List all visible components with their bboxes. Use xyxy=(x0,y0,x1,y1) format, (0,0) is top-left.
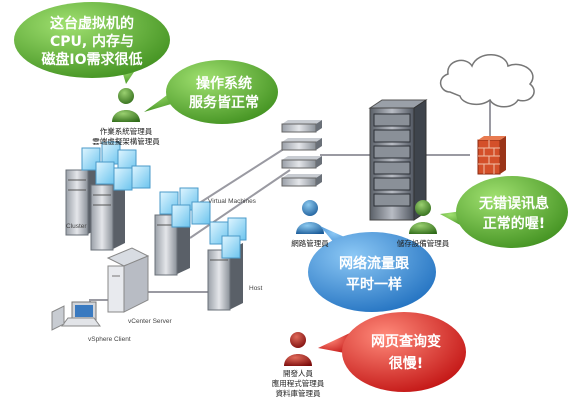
dev-label-2: 應用程式管理員 xyxy=(272,378,325,388)
firewall xyxy=(477,136,506,175)
person-os-admin xyxy=(112,88,140,122)
cluster-label: Cluster xyxy=(66,223,87,230)
host-server-2 xyxy=(207,243,243,311)
bubble-storage-line-1: 无错误讯息 xyxy=(478,195,549,212)
bubble-os-line-2: 服务皆正常 xyxy=(189,94,259,111)
os-admin-label-1: 作業系統管理員 xyxy=(100,126,153,136)
network-switches xyxy=(281,120,322,187)
bubble-storage-no-errors xyxy=(440,176,568,248)
vm-group-2 xyxy=(159,187,211,228)
storage-rack xyxy=(368,99,428,221)
bubble-vm-resources-low xyxy=(14,2,170,84)
bubble-vm-line-2: CPU, 内存与 xyxy=(50,33,134,50)
vm-group-3 xyxy=(209,217,247,259)
dev-label-1: 開發人員 xyxy=(283,369,313,378)
cluster-servers xyxy=(65,163,243,311)
person-storage-admin xyxy=(409,200,437,234)
bubble-web-query-slow xyxy=(318,312,466,392)
bubble-vm-line-1: 这台虚拟机的 xyxy=(50,15,134,32)
os-admin-label-2: 雲端虛擬架構管理員 xyxy=(92,136,160,146)
bubble-web-line-2: 很慢! xyxy=(389,355,423,372)
bubble-network-line-1: 网络流量跟 xyxy=(339,255,410,272)
bubble-vm-line-3: 磁盘IO需求很低 xyxy=(41,51,142,68)
host-label: Host xyxy=(249,285,263,292)
virtual-machines xyxy=(81,141,247,259)
storage-admin-label: 儲存設備管理員 xyxy=(397,238,450,248)
net-admin-label: 網路管理員 xyxy=(291,238,329,248)
vsphere-client-pc xyxy=(51,301,101,331)
bubble-storage-line-2: 正常的喔! xyxy=(483,215,545,232)
person-network-admin xyxy=(296,200,324,234)
bubble-network-traffic-normal xyxy=(308,226,436,312)
internet-cloud xyxy=(439,54,535,108)
vcenter-server xyxy=(106,247,150,313)
cluster-server-2 xyxy=(90,178,125,251)
bubble-network-line-2: 平时一样 xyxy=(346,276,402,293)
vm-group-1 xyxy=(81,141,151,191)
bubble-os-services-ok xyxy=(144,60,278,124)
vsphere-client-label: vSphere Client xyxy=(88,336,131,343)
bubble-web-line-1: 网页查询变 xyxy=(371,333,441,350)
dev-label-3: 資料庫管理員 xyxy=(276,388,321,398)
virtual-machines-label: Virtual Machines xyxy=(208,198,257,205)
vcenter-server-label: vCenter Server xyxy=(128,318,173,325)
bubble-os-line-1: 操作系统 xyxy=(196,75,252,92)
person-developer xyxy=(284,332,312,366)
